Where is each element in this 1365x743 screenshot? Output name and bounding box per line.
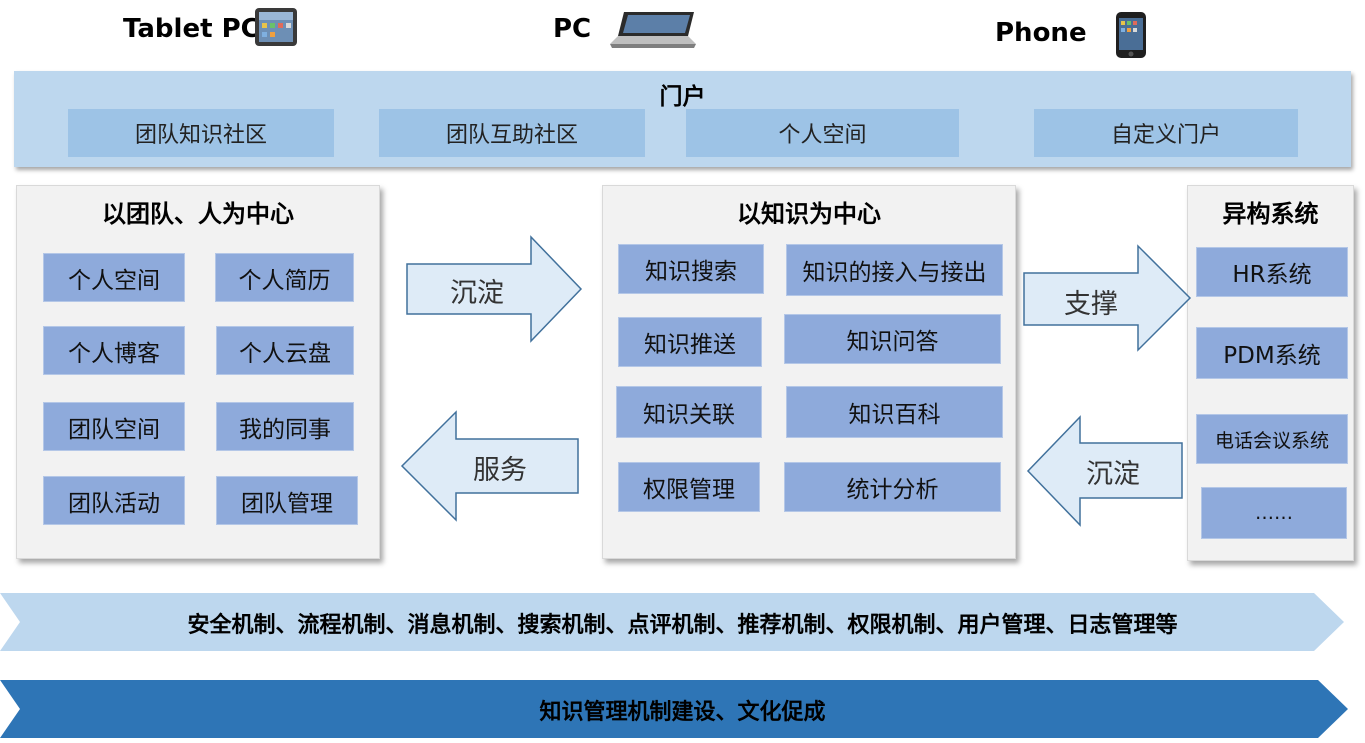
left-item-personal-space[interactable]: 个人空间 xyxy=(43,253,185,302)
portal-band: 门户 团队知识社区 团队互助社区 个人空间 自定义门户 xyxy=(14,71,1351,167)
portal-title: 门户 xyxy=(659,84,706,110)
portal-item-custom-portal[interactable]: 自定义门户 xyxy=(1034,109,1298,157)
center-item-association[interactable]: 知识关联 xyxy=(616,386,762,438)
arrow-label-sediment-right: 沉淀 xyxy=(1086,459,1140,490)
tablet-label: Tablet PC xyxy=(123,14,260,44)
left-item-colleagues[interactable]: 我的同事 xyxy=(216,402,354,451)
arrow-right-sediment xyxy=(406,235,583,343)
left-item-resume[interactable]: 个人简历 xyxy=(215,253,354,302)
center-item-permission[interactable]: 权限管理 xyxy=(618,462,760,512)
left-item-team-management[interactable]: 团队管理 xyxy=(216,476,358,525)
left-item-cloud-disk[interactable]: 个人云盘 xyxy=(216,326,354,375)
team-people-panel: 以团队、人为中心 个人空间 个人简历 个人博客 个人云盘 团队空间 我的同事 团… xyxy=(16,185,380,559)
center-item-qa[interactable]: 知识问答 xyxy=(784,314,1001,364)
heterogeneous-panel: 异构系统 HR系统 PDM系统 电话会议系统 …… xyxy=(1187,185,1354,561)
mechanisms-label: 安全机制、流程机制、消息机制、搜索机制、点评机制、推荐机制、权限机制、用户管理、… xyxy=(187,613,1178,638)
phone-icon xyxy=(1116,12,1146,58)
portal-item-personal-space[interactable]: 个人空间 xyxy=(686,109,959,157)
phone-label: Phone xyxy=(995,18,1087,48)
arrow-right-support xyxy=(1023,244,1192,352)
arrow-label-sediment-left: 沉淀 xyxy=(450,278,504,309)
arrow-label-support: 支撑 xyxy=(1064,289,1118,320)
portal-item-team-knowledge[interactable]: 团队知识社区 xyxy=(68,109,334,157)
right-item-pdm[interactable]: PDM系统 xyxy=(1196,327,1348,379)
arrow-label-service: 服务 xyxy=(473,455,527,486)
arrow-left-sediment xyxy=(1026,415,1183,527)
center-item-access[interactable]: 知识的接入与接出 xyxy=(786,244,1003,296)
center-item-encyclopedia[interactable]: 知识百科 xyxy=(786,386,1003,438)
heterogeneous-title: 异构系统 xyxy=(1222,200,1319,228)
right-item-more[interactable]: …… xyxy=(1201,487,1347,539)
left-item-team-space[interactable]: 团队空间 xyxy=(43,402,185,451)
center-item-search[interactable]: 知识搜索 xyxy=(618,244,764,294)
left-item-blog[interactable]: 个人博客 xyxy=(43,326,185,375)
tablet-icon xyxy=(255,8,297,46)
mechanisms-band xyxy=(0,593,1344,651)
center-item-push[interactable]: 知识推送 xyxy=(618,317,762,367)
culture-band xyxy=(0,680,1348,738)
culture-label: 知识管理机制建设、文化促成 xyxy=(539,700,826,725)
knowledge-panel: 以知识为中心 知识搜索 知识的接入与接出 知识推送 知识问答 知识关联 知识百科… xyxy=(602,185,1016,559)
left-item-team-activity[interactable]: 团队活动 xyxy=(43,476,185,525)
knowledge-title: 以知识为中心 xyxy=(737,200,881,228)
arrow-left-service xyxy=(400,410,579,522)
laptop-icon xyxy=(610,12,696,48)
portal-item-team-mutual-aid[interactable]: 团队互助社区 xyxy=(379,109,645,157)
center-item-statistics[interactable]: 统计分析 xyxy=(784,462,1001,512)
team-people-title: 以团队、人为中心 xyxy=(102,200,294,228)
right-item-conference[interactable]: 电话会议系统 xyxy=(1196,414,1348,464)
pc-label: PC xyxy=(553,14,592,44)
right-item-hr[interactable]: HR系统 xyxy=(1196,247,1348,297)
